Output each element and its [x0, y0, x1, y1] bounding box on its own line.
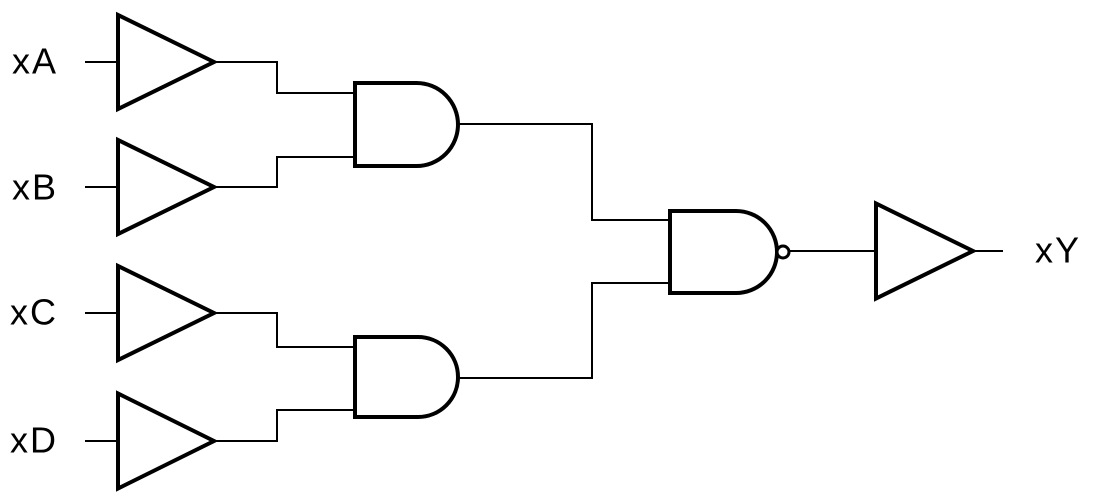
input-label-xb: xB	[12, 166, 59, 208]
wire-andbottom-to-nand	[458, 282, 670, 379]
and-gate-top	[353, 81, 460, 168]
input-label-xa: xA	[12, 40, 59, 82]
buffer-xc	[116, 262, 219, 364]
buffer-triangle	[116, 136, 219, 238]
wire-xa-to-and-top	[214, 61, 355, 94]
and-gate-body	[353, 81, 460, 168]
buffer-output	[874, 200, 978, 302]
buffer-triangle	[116, 262, 219, 364]
inversion-bubble	[775, 244, 791, 260]
and-gate-bottom	[353, 335, 460, 419]
buffer-xd	[116, 390, 219, 492]
nand-gate-body	[668, 209, 779, 295]
wire-layer	[85, 61, 1003, 442]
input-label-xc: xC	[10, 291, 58, 333]
buffer-triangle	[874, 200, 978, 302]
wire-andtop-to-nand	[458, 123, 670, 221]
buffer-xb	[116, 136, 219, 238]
nand-gate	[668, 209, 791, 295]
wire-xc-to-and-bottom	[214, 312, 355, 348]
gate-layer	[116, 11, 978, 492]
wire-xb-to-and-top	[214, 156, 355, 188]
wire-xd-to-and-bottom	[214, 409, 355, 442]
output-label-xy: xY	[1035, 229, 1082, 271]
buffer-triangle	[116, 390, 219, 492]
and-gate-body	[353, 335, 460, 419]
buffer-xa	[116, 11, 219, 113]
buffer-triangle	[116, 11, 219, 113]
input-label-xd: xD	[10, 419, 58, 461]
